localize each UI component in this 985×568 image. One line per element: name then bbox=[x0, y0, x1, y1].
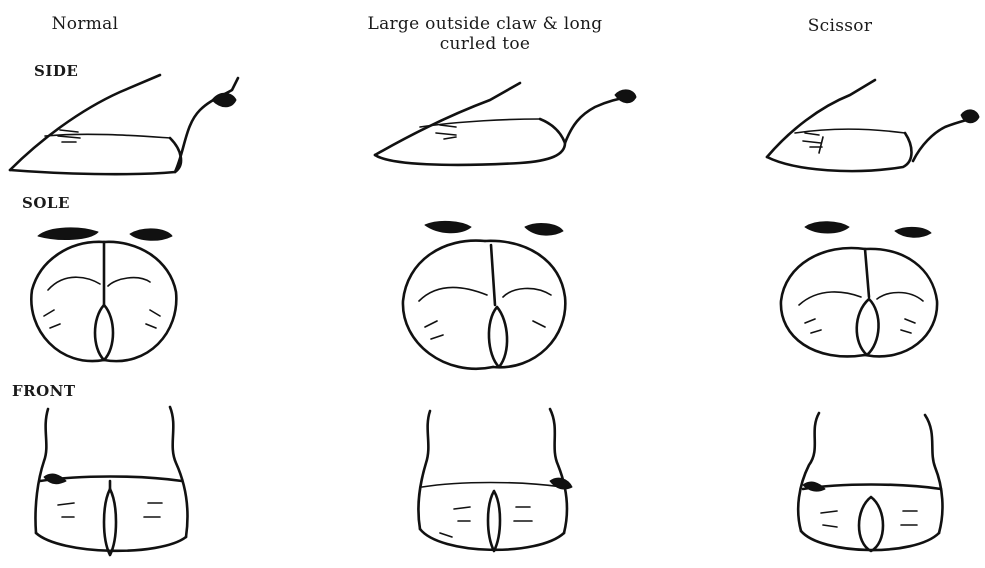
side-view-normal-drawing bbox=[0, 70, 260, 190]
column-title-scissor: Scissor bbox=[785, 16, 895, 36]
sole-view-normal-drawing bbox=[20, 220, 190, 380]
front-view-scissor-drawing bbox=[785, 405, 965, 565]
row-label-front: FRONT bbox=[12, 382, 76, 400]
sole-view-large-outside-claw-drawing bbox=[395, 215, 575, 385]
front-view-normal-drawing bbox=[30, 405, 210, 565]
side-view-scissor-drawing bbox=[755, 75, 985, 185]
front-view-large-outside-claw-drawing bbox=[410, 405, 590, 565]
column-title-normal: Normal bbox=[30, 14, 140, 34]
sole-view-scissor-drawing bbox=[765, 215, 945, 375]
column-title-large-outside-claw: Large outside claw & long curled toe bbox=[355, 14, 615, 54]
side-view-large-outside-claw-drawing bbox=[360, 75, 650, 185]
row-label-sole: SOLE bbox=[22, 194, 70, 212]
